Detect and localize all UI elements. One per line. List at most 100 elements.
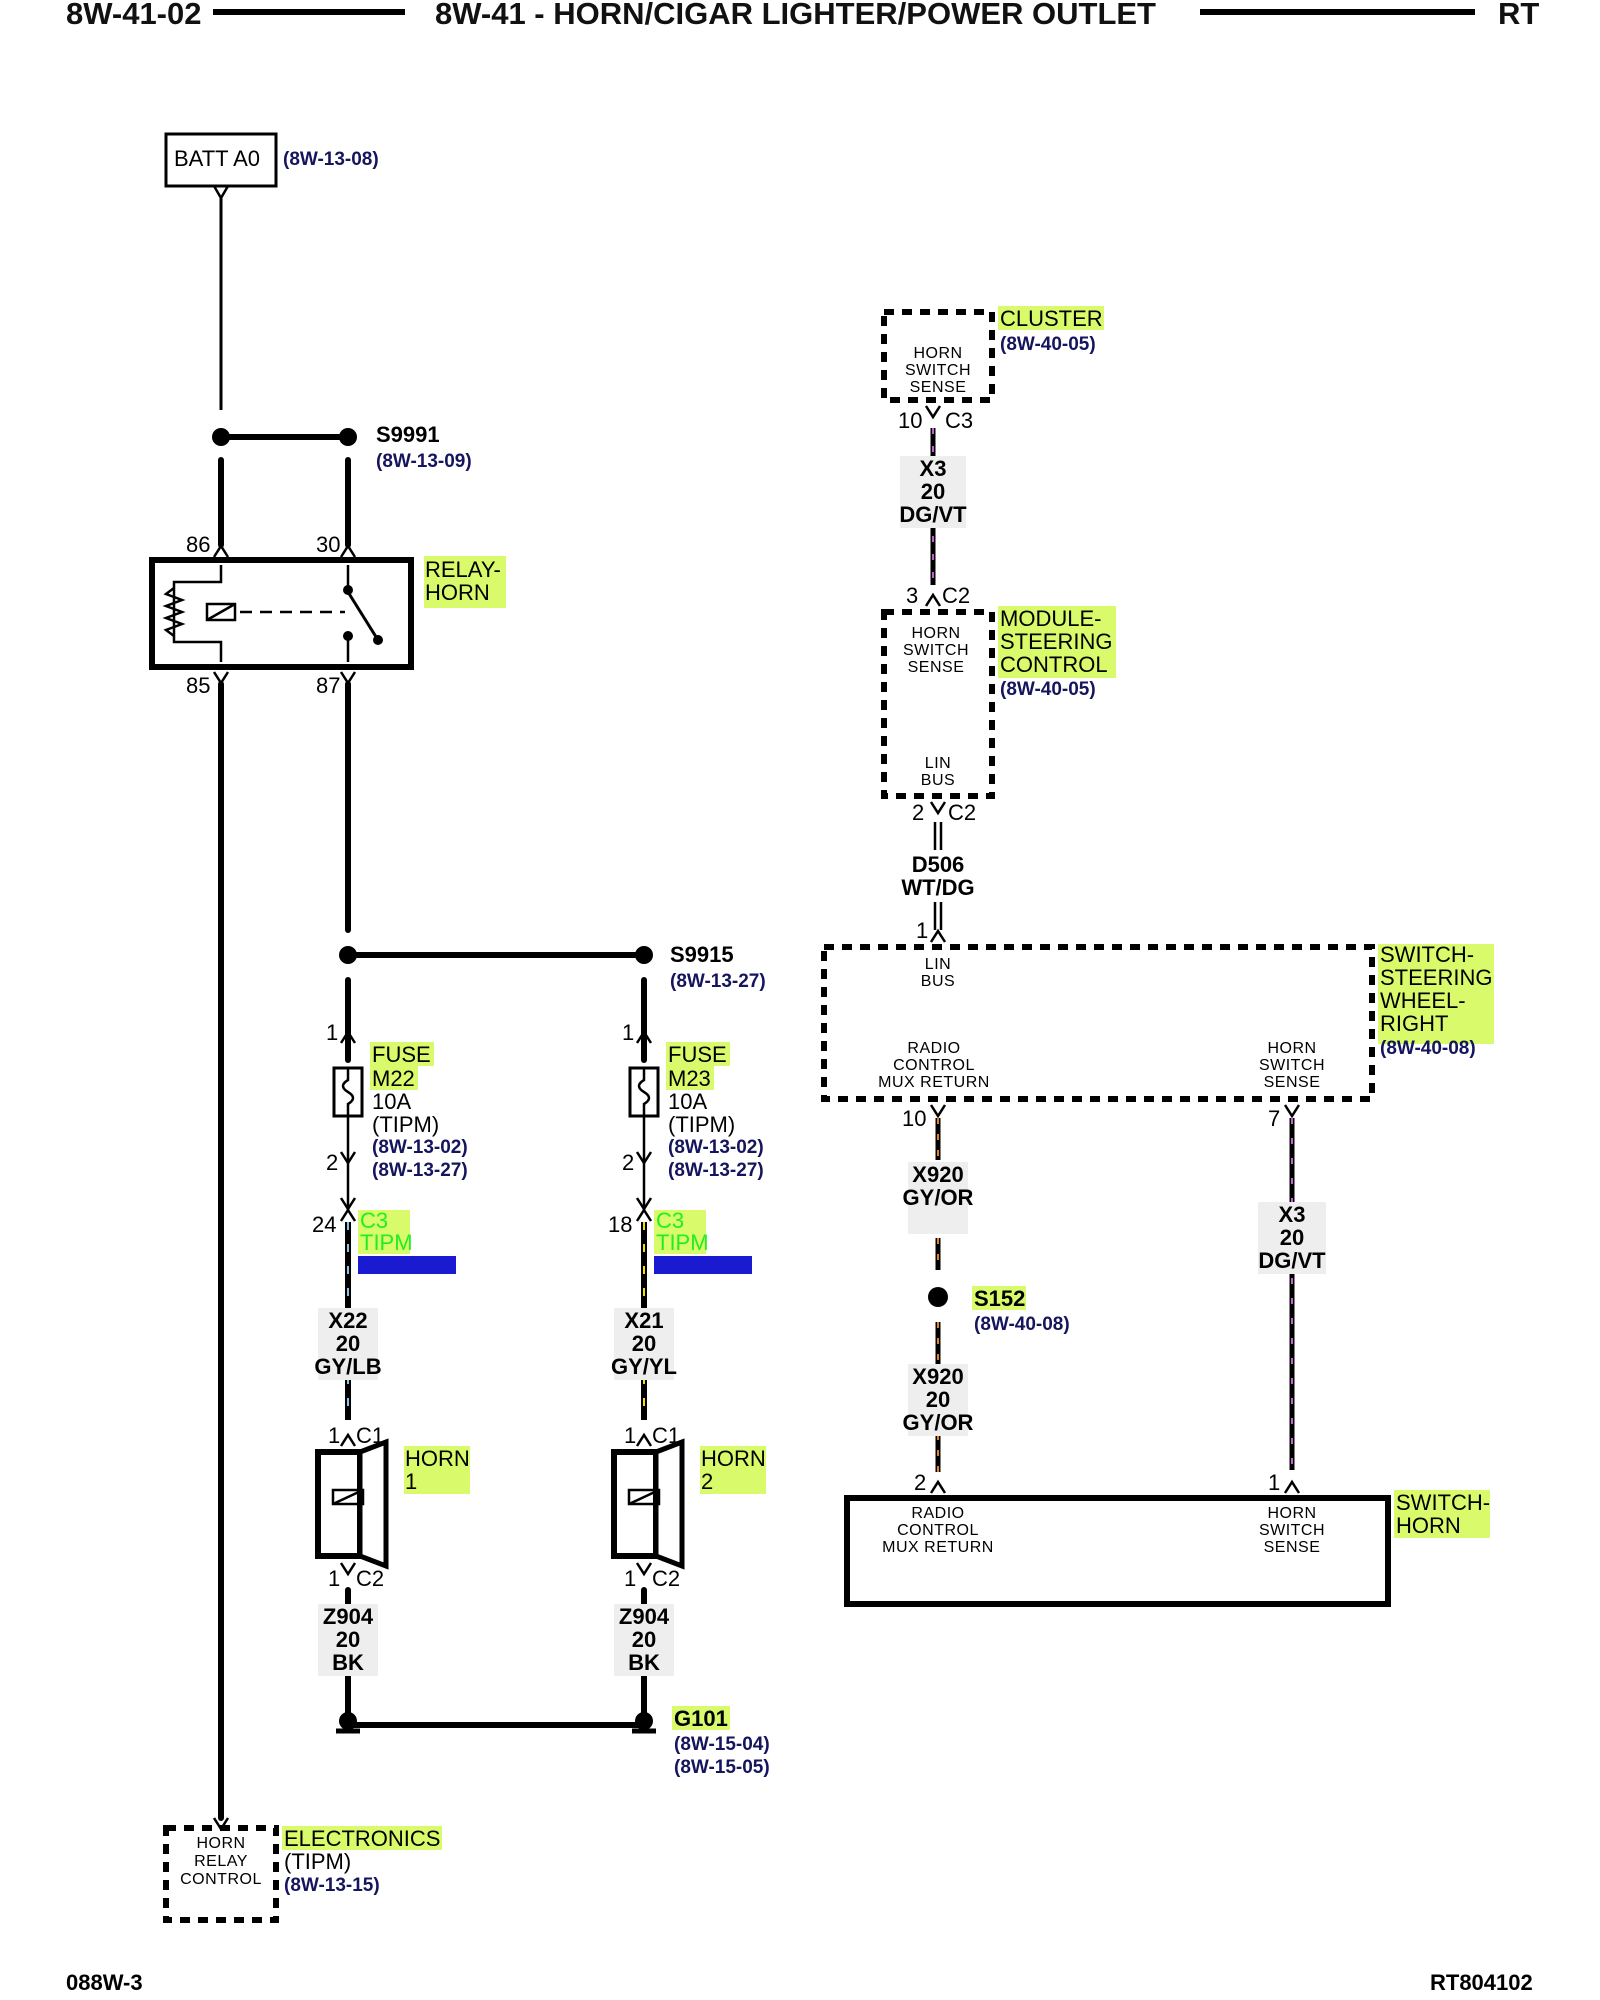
horn1-bell (357, 1438, 389, 1570)
electronics-line3: CONTROL (180, 1871, 262, 1888)
relay-resistor (162, 587, 186, 637)
horn2-pin-bot: 1 (624, 1566, 636, 1591)
wire-x21-gauge: 20 (632, 1331, 656, 1356)
s152-ref: (8W-40-08) (974, 1314, 1070, 1335)
wire-z904-b-gauge: 20 (632, 1627, 656, 1652)
swr-name-line3: WHEEL- (1380, 988, 1466, 1013)
wire-z904-b-color: BK (628, 1650, 660, 1675)
wire-x3-right-circuit: X3 (1279, 1202, 1306, 1227)
wire-z904-b-circuit: Z904 (619, 1604, 670, 1629)
wire-x21-label-bg (614, 1308, 674, 1380)
wire-x3-top-gauge: 20 (921, 479, 945, 504)
swr-horn3: SENSE (1264, 1074, 1321, 1091)
cluster-line3: SENSE (910, 379, 967, 396)
wire-x920-top-circuit: X920 (912, 1162, 963, 1187)
switch-horn-pin-radio: 2 (914, 1470, 926, 1495)
horn1-name-line2: 1 (405, 1469, 417, 1494)
tipm-c3-a-link-bar[interactable] (358, 1256, 456, 1274)
s9915-node-left (339, 946, 357, 964)
wire-z904-a-circuit: Z904 (323, 1604, 374, 1629)
horn2-name-line2: 2 (701, 1469, 713, 1494)
batt-source: BATT A0 (8W-13-08) (164, 132, 379, 201)
page-number-right: RT (1498, 0, 1539, 31)
batt-ref: (8W-13-08) (283, 149, 379, 170)
s9915-name: S9915 (670, 942, 734, 967)
horn1-name-line1: HORN (405, 1446, 470, 1471)
fuse-m22-line1: FUSE (372, 1042, 431, 1067)
horn-1: 1 C1 1 C2 HORN 1 (315, 1423, 470, 1591)
footer-left: 088W-3 (66, 1970, 143, 1995)
wire-z904-a-label: Z904 20 BK (318, 1604, 378, 1676)
scm-line2: SWITCH (903, 642, 969, 659)
scm-conn-top: C2 (942, 583, 970, 608)
splice-s9991: S9991 (8W-13-09) (212, 422, 472, 472)
wire-d506-color: WT/DG (901, 875, 974, 900)
horn1-pin-top: 1 (328, 1423, 340, 1448)
switch-horn-arrow-radio (929, 1479, 947, 1494)
scm-conn-bot: C2 (948, 800, 976, 825)
wire-x21-circuit: X21 (624, 1308, 663, 1333)
wire-x920-top-label-bg (908, 1162, 968, 1234)
wire-x3-top-label-bg (900, 456, 966, 528)
fuse-m23-hl2 (666, 1066, 714, 1090)
horn2-hl (700, 1446, 766, 1494)
scm-box (881, 609, 995, 799)
tipm-c3-b-arrow-out (635, 1207, 653, 1222)
switch-horn: 2 1 RADIO CONTROL MUX RETURN HORN SWITCH… (844, 1470, 1490, 1607)
tipm-c3-a-arrow-out (339, 1207, 357, 1222)
electronics-line1: HORN (196, 1835, 245, 1852)
scm-arrow-top (924, 592, 942, 607)
cluster-line1: HORN (913, 345, 962, 362)
tipm-c3-a-conn: C3 (360, 1208, 388, 1233)
relay-pin-30: 30 (316, 532, 340, 557)
swr-radio1: RADIO (907, 1040, 960, 1057)
s9915-node-right (635, 946, 653, 964)
relay-horn: 86 30 85 87 RELAY- HORN (149, 532, 506, 698)
relay-switch-tip (373, 635, 383, 645)
fuse-m23: 1 2 FUSE M23 10A (TIPM) (8W-13-02) (8W-1… (622, 1020, 764, 1181)
wire-x3-right-label-bg (1258, 1202, 1326, 1274)
module-steering-control: 3 C2 HORN SWITCH SENSE LIN BUS MODULE- S… (881, 583, 1116, 825)
s9991-node-left (212, 428, 230, 446)
wire-z904-a-color: BK (332, 1650, 364, 1675)
cluster-ref: (8W-40-05) (1000, 334, 1096, 355)
horn2-coil (627, 1488, 661, 1506)
electronics-box (163, 1825, 279, 1923)
scm-lin1: LIN (925, 755, 951, 772)
switch-horn-box (844, 1495, 1391, 1607)
switch-horn-name-line2: HORN (1396, 1513, 1461, 1538)
splice-s9915: S9915 (8W-13-27) (339, 942, 766, 992)
horn2-bell (653, 1438, 685, 1570)
wire-d506-circuit: D506 (912, 852, 965, 877)
wire-x22-label-bg (318, 1308, 378, 1380)
wire-x3-top-label: X3 20 DG/VT (899, 456, 967, 528)
relay-pin-85: 85 (186, 673, 210, 698)
switch-horn-radio1: RADIO (911, 1505, 964, 1522)
switch-horn-radio2: CONTROL (897, 1522, 979, 1539)
wire-d506: D506 WT/DG (901, 822, 975, 930)
scm-line3: SENSE (908, 659, 965, 676)
cluster-arrow (924, 405, 942, 420)
wire-z904-b-label-bg (614, 1604, 674, 1676)
swr-lin2: BUS (921, 973, 955, 990)
cluster-box (881, 309, 995, 403)
swr-arrow-radio (929, 1104, 947, 1119)
tipm-c3-a-name: TIPM (360, 1230, 413, 1255)
scm-hl (998, 606, 1116, 678)
tipm-c3-b-link-bar[interactable] (654, 1256, 752, 1274)
switch-horn-pin-horn: 1 (1268, 1470, 1280, 1495)
swr-name-line4: RIGHT (1380, 1011, 1448, 1036)
fuse-m22-pin-top: 1 (326, 1020, 338, 1045)
wire-x21-color: GY/YL (611, 1354, 677, 1379)
swr-lin1: LIN (925, 956, 951, 973)
s152-name: S152 (974, 1286, 1025, 1311)
swr-ref: (8W-40-08) (1380, 1038, 1476, 1059)
fuse-m23-arrow-top (635, 1029, 653, 1044)
wire-x3-top-color: DG/VT (899, 502, 967, 527)
fuse-m22-line2: M22 (372, 1066, 415, 1091)
scm-pin-bot: 2 (912, 800, 924, 825)
horn2-arrow-top (635, 1432, 653, 1447)
fuse-m22-hl2 (370, 1066, 418, 1090)
tipm-c3-b-conn: C3 (656, 1208, 684, 1233)
